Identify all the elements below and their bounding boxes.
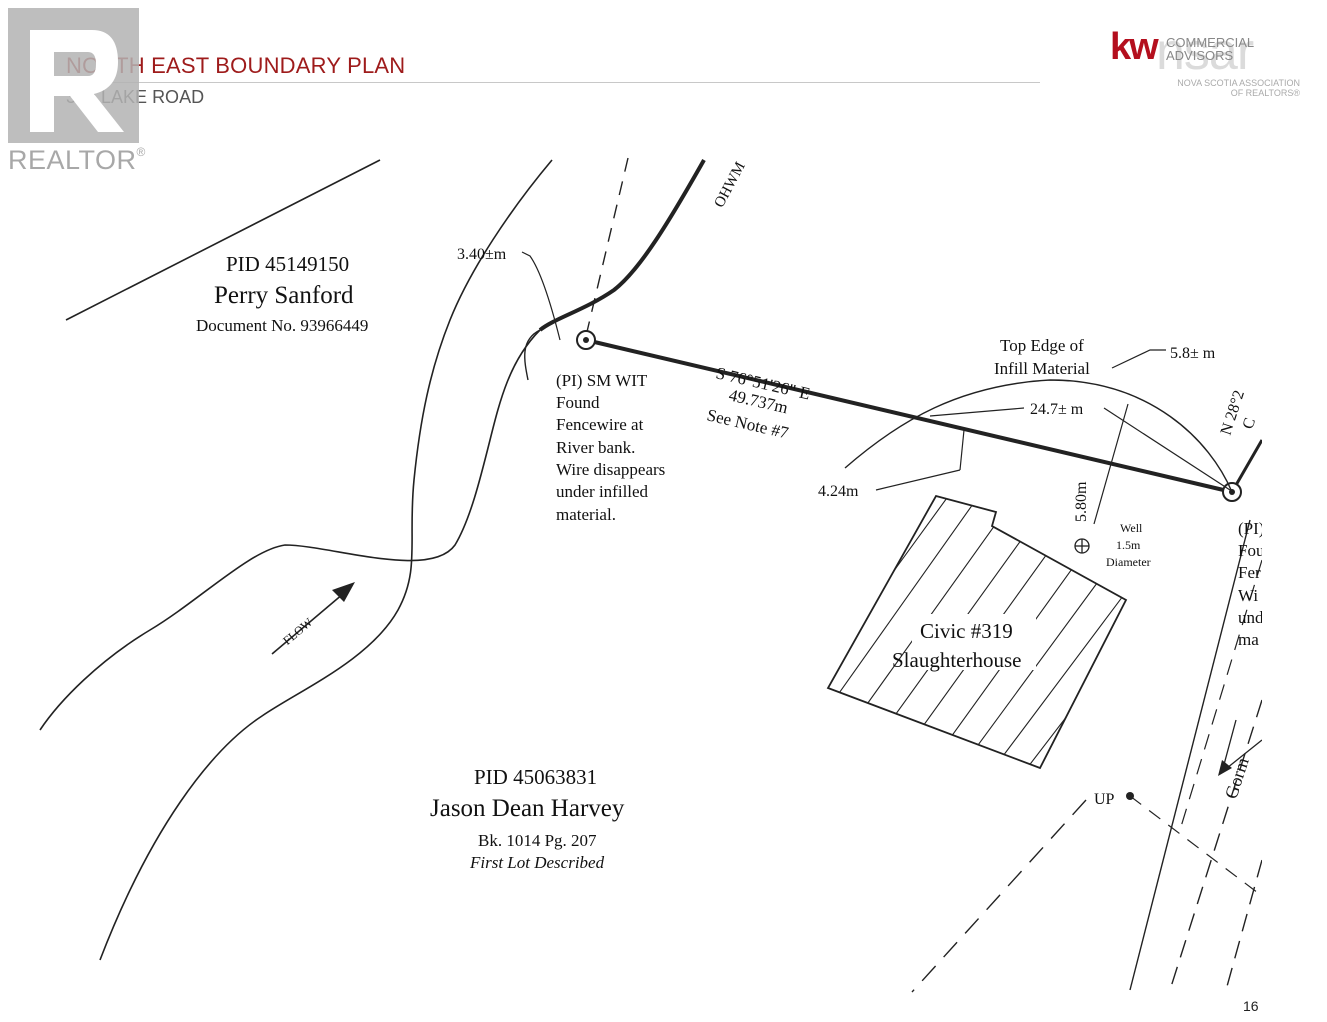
owner-north: Perry Sanford	[214, 282, 354, 309]
owner-south: Jason Dean Harvey	[430, 795, 625, 822]
pin-east-description: (PI) Fou Fer Wi und ma	[1238, 519, 1269, 649]
document-north: Document No. 93966449	[196, 316, 368, 335]
bearing-north-label: N 28°2	[1218, 388, 1248, 437]
header-divider	[66, 82, 1040, 83]
ohwm-label: OHWM	[712, 159, 749, 210]
flow-label: FLOW	[280, 615, 316, 648]
dim-24-7: 24.7± m	[1030, 401, 1084, 418]
bearing-north-sub: C	[1240, 416, 1259, 431]
nsar-logo: nsar	[1156, 23, 1254, 81]
boundary-line	[585, 338, 1233, 494]
infill-label-2: Infill Material	[994, 359, 1090, 378]
flow-arrow	[271, 587, 351, 655]
dim-5-80: 5.80m	[1073, 481, 1090, 522]
kw-logo: kw	[1110, 26, 1159, 68]
pid-north: PID 45149150	[226, 252, 349, 276]
realtor-logo	[8, 8, 139, 143]
well-label: Well 1.5m Diameter	[1106, 521, 1151, 569]
realtor-wordmark: REALTOR®	[8, 145, 146, 175]
utility-pole-label: UP	[1094, 791, 1115, 808]
utility-pole-marker	[1126, 792, 1134, 800]
road-label: Gorm	[1221, 755, 1253, 801]
civic-number: Civic #319	[920, 619, 1013, 643]
building-label: Slaughterhouse	[892, 648, 1021, 672]
infill-label: Top Edge of	[1000, 336, 1084, 355]
dim-4-24: 4.24m	[818, 483, 859, 500]
pid-south: PID 45063831	[474, 765, 597, 789]
pin-west-description: (PI) SM WIT Found Fencewire at River ban…	[556, 371, 670, 524]
lot-south: First Lot Described	[469, 853, 605, 872]
book-south: Bk. 1014 Pg. 207	[478, 831, 597, 850]
dim-3-40: 3.40±m	[457, 246, 507, 263]
dim-5-8: 5.8± m	[1170, 345, 1216, 362]
page-number: 16	[1243, 998, 1259, 1014]
